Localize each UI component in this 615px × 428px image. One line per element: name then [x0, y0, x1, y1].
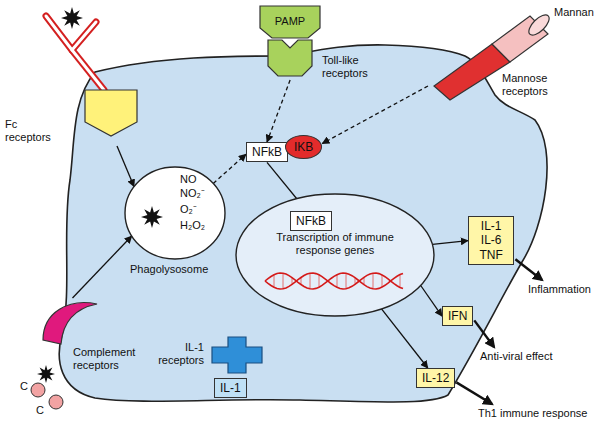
cell-body: [59, 45, 547, 402]
complement-label: C: [20, 380, 28, 393]
complement-receptor: Complement receptors: [35, 298, 160, 376]
effect-arrow: [515, 259, 542, 280]
node-label: Toll-like receptors: [322, 54, 384, 80]
connector-arrow: [421, 286, 442, 317]
toll-like-receptor: Toll-like receptors: [262, 40, 384, 80]
connector-arrow: [117, 146, 134, 187]
effect-label: Anti-viral effect: [480, 350, 553, 363]
node-label: Phagolysosome: [130, 263, 208, 276]
dna-helix: [265, 273, 403, 289]
phagolysosome-shape: [120, 165, 230, 278]
node-label: IL-1 IL-6 TNF: [474, 219, 508, 262]
cytokine-box: IL-1 IL-6 TNF: [468, 216, 514, 265]
complement-protein: [49, 395, 63, 409]
mannose-receptor: MannanMannose receptors: [428, 2, 613, 102]
pathogen: [61, 7, 83, 29]
nfkb-box: NFkB: [290, 211, 332, 231]
il1-receptor: IL-1 receptors: [140, 333, 265, 377]
cytokine-box: IFN: [442, 306, 473, 326]
node-label: H₂O₂: [180, 219, 205, 232]
phagolysosome: NONO₂⁻ O₂⁻ H₂O₂ Phagolysosome: [120, 165, 230, 278]
nucleus: Transcription of immune response genes NF…: [235, 193, 435, 317]
effect-label: Th1 immune response: [478, 407, 587, 420]
node-label: NFkB: [296, 214, 326, 228]
connector-arrow: [73, 236, 132, 298]
fc-receptor: Fc receptors: [5, 88, 145, 146]
connector-arrow: [433, 241, 469, 245]
cytokine-box: IL-12: [416, 368, 455, 388]
pamp-ligand: PAMP: [258, 4, 322, 40]
node-label: IL-1: [220, 381, 241, 395]
node-label: IKB: [294, 140, 313, 154]
il1-box: IL-1: [214, 378, 247, 398]
connector-arrow: [267, 80, 290, 142]
node-label: Complement receptors: [73, 346, 155, 372]
node-label: NFkB: [252, 145, 282, 159]
nfkb-box: NFkB: [246, 142, 288, 162]
antibody: [46, 16, 104, 90]
node-label: IL-12: [422, 371, 449, 385]
complement-protein: [31, 383, 45, 397]
effect-arrow: [456, 382, 492, 404]
pathogen: [37, 365, 55, 383]
node-label: Fc receptors: [5, 118, 63, 144]
connector-arrow: [382, 309, 428, 368]
connector-arrow: [322, 86, 428, 144]
complement-label: C: [36, 404, 44, 417]
node-label: Transcription of immune response genes: [270, 231, 400, 257]
node-label: Mannose receptors: [502, 72, 564, 98]
node-label: IFN: [448, 309, 467, 323]
connector-arrow: [213, 154, 246, 183]
node-label: O₂⁻: [180, 203, 197, 216]
node-label: Mannan: [554, 6, 594, 19]
pathogen: [141, 206, 163, 228]
node-label: PAMP: [258, 15, 322, 28]
node-label: IL-1 receptors: [140, 341, 204, 367]
node-label: NO: [180, 173, 197, 186]
effect-label: Inflammation: [528, 283, 591, 296]
effect-arrow: [474, 320, 494, 347]
node-label: NO₂⁻: [180, 187, 205, 200]
